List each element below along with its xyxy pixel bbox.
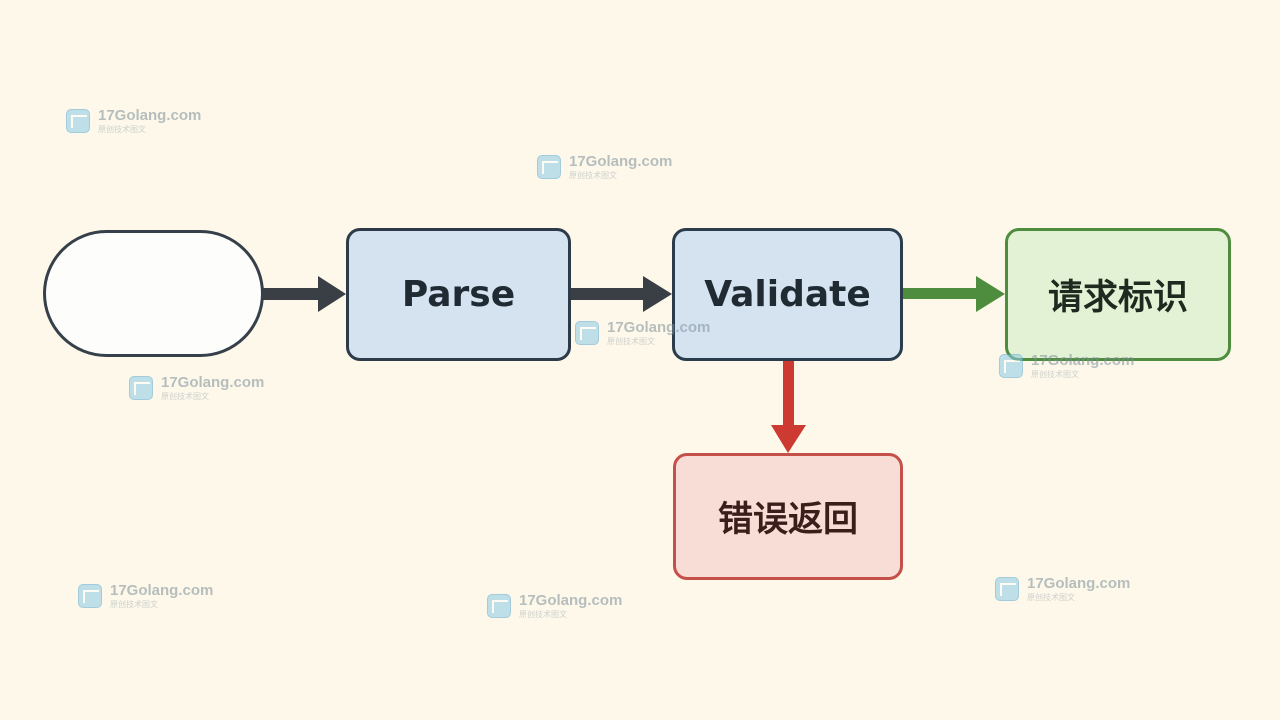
watermark-subtitle: 原创技术图文	[98, 125, 146, 134]
watermark-title: 17Golang.com	[519, 592, 623, 609]
parse-node: Parse	[346, 228, 571, 361]
watermark-subtitle: 原创技术图文	[1027, 593, 1075, 602]
request-id-node-label: 请求标识	[1047, 278, 1188, 318]
watermark-subtitle: 原创技术图文	[161, 392, 209, 401]
start-node	[43, 230, 264, 357]
watermark-title: 17Golang.com	[1027, 575, 1131, 592]
validate-node-label: Validate	[704, 274, 871, 315]
watermark-logo-icon	[995, 577, 1019, 601]
edge-parse-validate	[569, 276, 672, 312]
watermark-title: 17Golang.com	[161, 374, 265, 391]
watermark-logo-icon	[487, 594, 511, 618]
edge-validate-error	[771, 359, 806, 453]
watermark-title: 17Golang.com	[607, 319, 711, 336]
watermark-subtitle: 原创技术图文	[607, 337, 655, 346]
watermark-logo-icon	[78, 584, 102, 608]
watermark-subtitle: 原创技术图文	[519, 610, 567, 619]
edge-validate-request-id	[901, 276, 1005, 312]
watermark-logo-icon	[575, 321, 599, 345]
watermark-title: 17Golang.com	[110, 582, 214, 599]
watermark-subtitle: 原创技术图文	[110, 600, 158, 609]
watermark-title: 17Golang.com	[569, 153, 673, 170]
parse-node-label: Parse	[401, 274, 516, 315]
watermark-title: 17Golang.com	[98, 107, 202, 124]
watermark-logo-icon	[537, 155, 561, 179]
watermark-logo-icon	[999, 354, 1023, 378]
watermark-subtitle: 原创技术图文	[569, 171, 617, 180]
request-id-node: 请求标识	[1005, 228, 1231, 361]
validate-node: Validate	[672, 228, 903, 361]
watermark-title: 17Golang.com	[1031, 352, 1135, 369]
error-return-node-label: 错误返回	[717, 500, 858, 540]
watermark-logo-icon	[129, 376, 153, 400]
watermark-logo-icon	[66, 109, 90, 133]
watermark-subtitle: 原创技术图文	[1031, 370, 1079, 379]
edge-start-parse	[262, 276, 346, 312]
error-return-node: 错误返回	[673, 453, 903, 580]
